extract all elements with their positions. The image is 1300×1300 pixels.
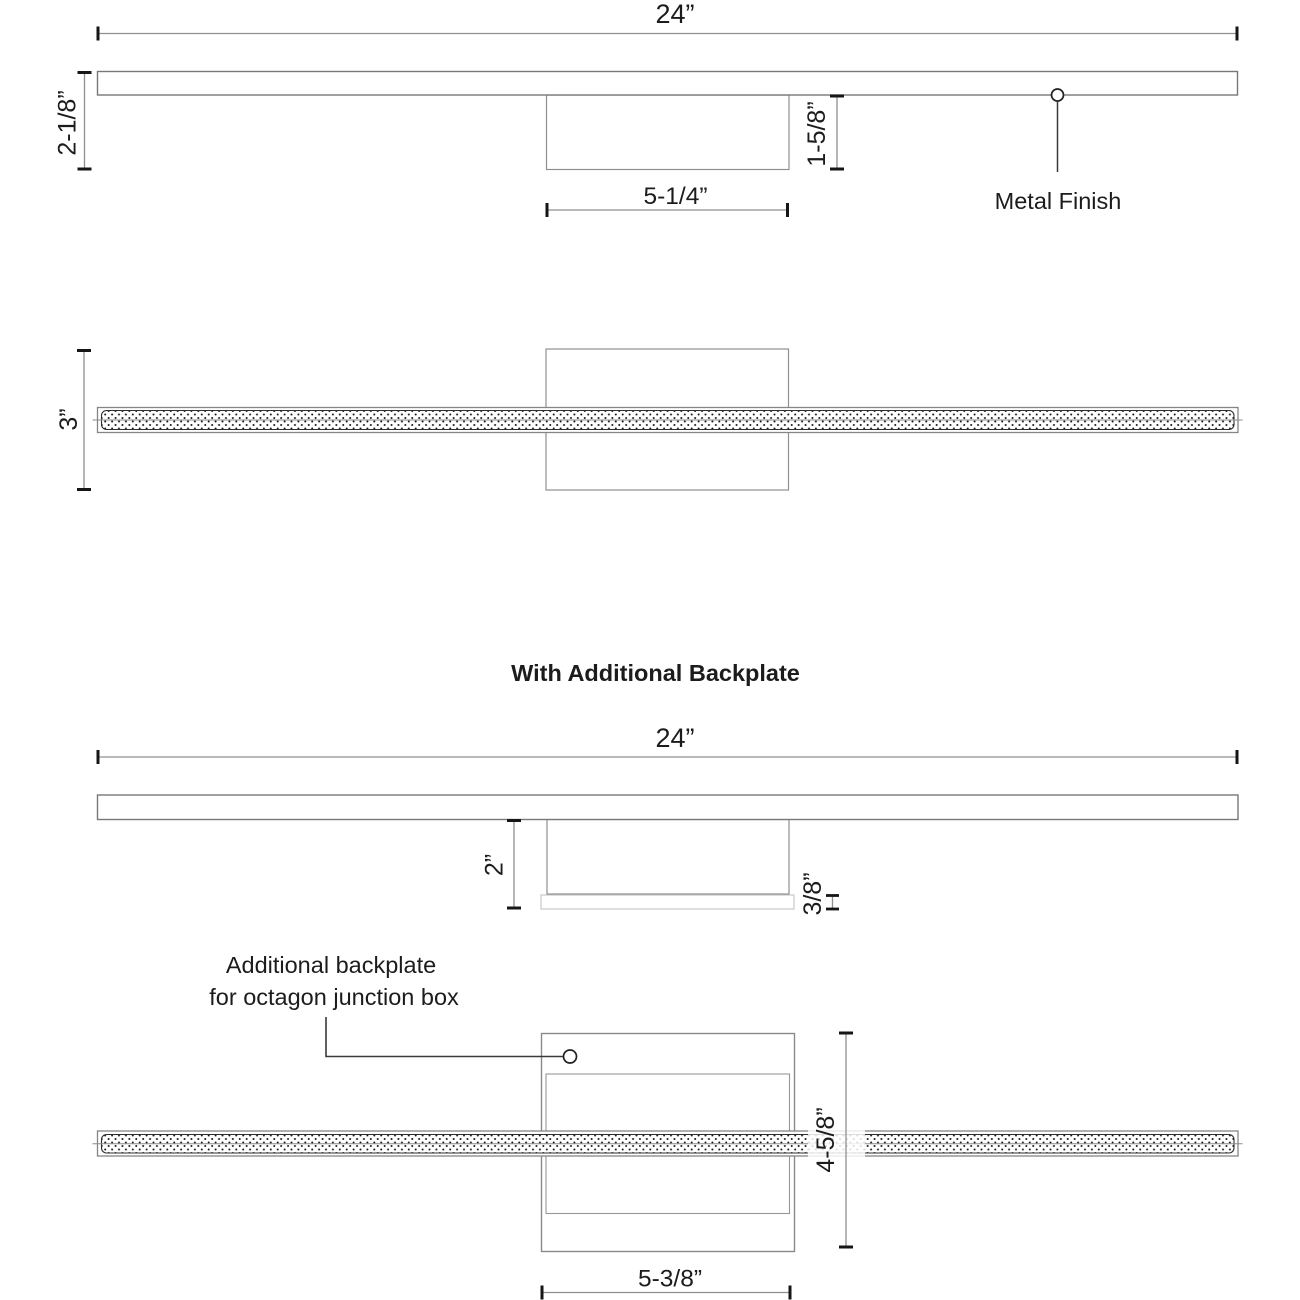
svg-text:for octagon junction box: for octagon junction box: [209, 984, 459, 1010]
svg-text:Metal Finish: Metal Finish: [995, 188, 1122, 214]
svg-text:With Additional Backplate: With Additional Backplate: [511, 660, 800, 686]
svg-text:4-5/8”: 4-5/8”: [812, 1107, 840, 1172]
svg-text:24”: 24”: [655, 0, 694, 29]
svg-text:1-5/8”: 1-5/8”: [803, 101, 831, 166]
svg-text:24”: 24”: [655, 723, 694, 753]
svg-text:5-1/4”: 5-1/4”: [643, 183, 707, 210]
svg-text:Additional backplate: Additional backplate: [226, 952, 436, 978]
svg-text:2”: 2”: [481, 854, 509, 876]
svg-text:5-3/8”: 5-3/8”: [638, 1266, 702, 1293]
svg-text:3/8”: 3/8”: [799, 872, 827, 915]
svg-text:3”: 3”: [55, 408, 83, 430]
svg-text:2-1/8”: 2-1/8”: [54, 90, 82, 155]
